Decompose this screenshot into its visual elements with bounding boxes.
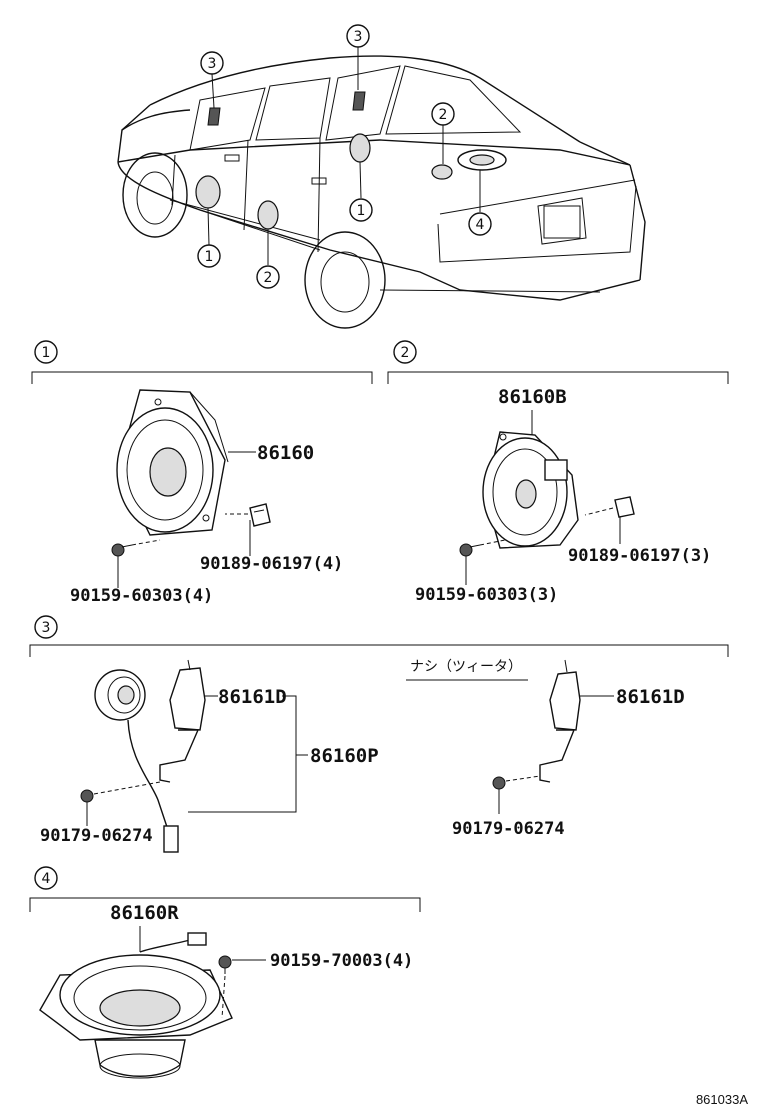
part-90179-06274-b: 90179-06274	[452, 819, 565, 839]
car-callout-2b: 2	[256, 265, 280, 289]
svg-text:3: 3	[354, 29, 363, 45]
car-callout-3a: 3	[200, 51, 224, 75]
section-4: 4 86160R 90159-70003(4)	[29, 866, 421, 1079]
svg-text:4: 4	[476, 217, 485, 233]
svg-text:1: 1	[205, 249, 214, 265]
section-2-number: 2	[401, 345, 410, 361]
section-3-number: 3	[42, 620, 51, 636]
nut-3a	[80, 789, 94, 803]
part-90159-60303-4: 90159-60303(4)	[70, 586, 213, 606]
section-1: 1 86160 90189-06197(4) 90159-6030	[31, 340, 373, 606]
front-door-speaker	[116, 389, 229, 536]
part-86161D-a: 86161D	[218, 686, 287, 708]
section-3: 3 86161D 86160P 90179-06274 ナシ（ツィータ）	[29, 615, 729, 853]
car-illustration	[117, 46, 646, 329]
part-86160P: 86160P	[310, 745, 379, 767]
car-callout-4: 4	[468, 212, 492, 236]
car-callout-3b: 3	[346, 24, 370, 48]
car-callout-2a: 2	[431, 102, 455, 126]
section-2: 2 86160B 90189-06197(3) 90159-60303(3)	[387, 340, 729, 605]
car-callout-1a: 1	[349, 198, 373, 222]
svg-text:1: 1	[357, 203, 366, 219]
part-86160: 86160	[257, 442, 314, 464]
nut-3b	[492, 776, 506, 790]
section-4-number: 4	[42, 871, 51, 887]
tweeter-with-bracket	[94, 659, 206, 853]
speaker-clip-1	[249, 503, 271, 527]
svg-text:2: 2	[264, 270, 273, 286]
part-90189-06197-4: 90189-06197(4)	[200, 554, 343, 574]
screw-4	[218, 955, 232, 974]
svg-text:2: 2	[439, 107, 448, 123]
rear-shelf-speaker	[39, 932, 233, 1079]
diagram-code: 861033A	[696, 1092, 748, 1107]
car-callout-1b: 1	[197, 244, 221, 268]
tweeter-bracket-only	[539, 659, 581, 783]
no-tweeter-note: ナシ（ツィータ）	[410, 659, 522, 675]
rear-door-speaker	[482, 431, 579, 549]
part-90159-70003-4: 90159-70003(4)	[270, 951, 413, 971]
part-90159-60303-3: 90159-60303(3)	[415, 585, 558, 605]
part-86160R: 86160R	[110, 902, 179, 924]
screw-1	[111, 543, 133, 557]
part-90189-06197-3: 90189-06197(3)	[568, 546, 711, 566]
screw-2	[459, 543, 481, 557]
section-1-number: 1	[42, 345, 51, 361]
part-90179-06274-a: 90179-06274	[40, 826, 153, 846]
svg-text:3: 3	[208, 56, 217, 72]
part-86161D-b: 86161D	[616, 686, 685, 708]
part-86160B: 86160B	[498, 386, 567, 408]
speaker-clip-2	[614, 496, 635, 518]
